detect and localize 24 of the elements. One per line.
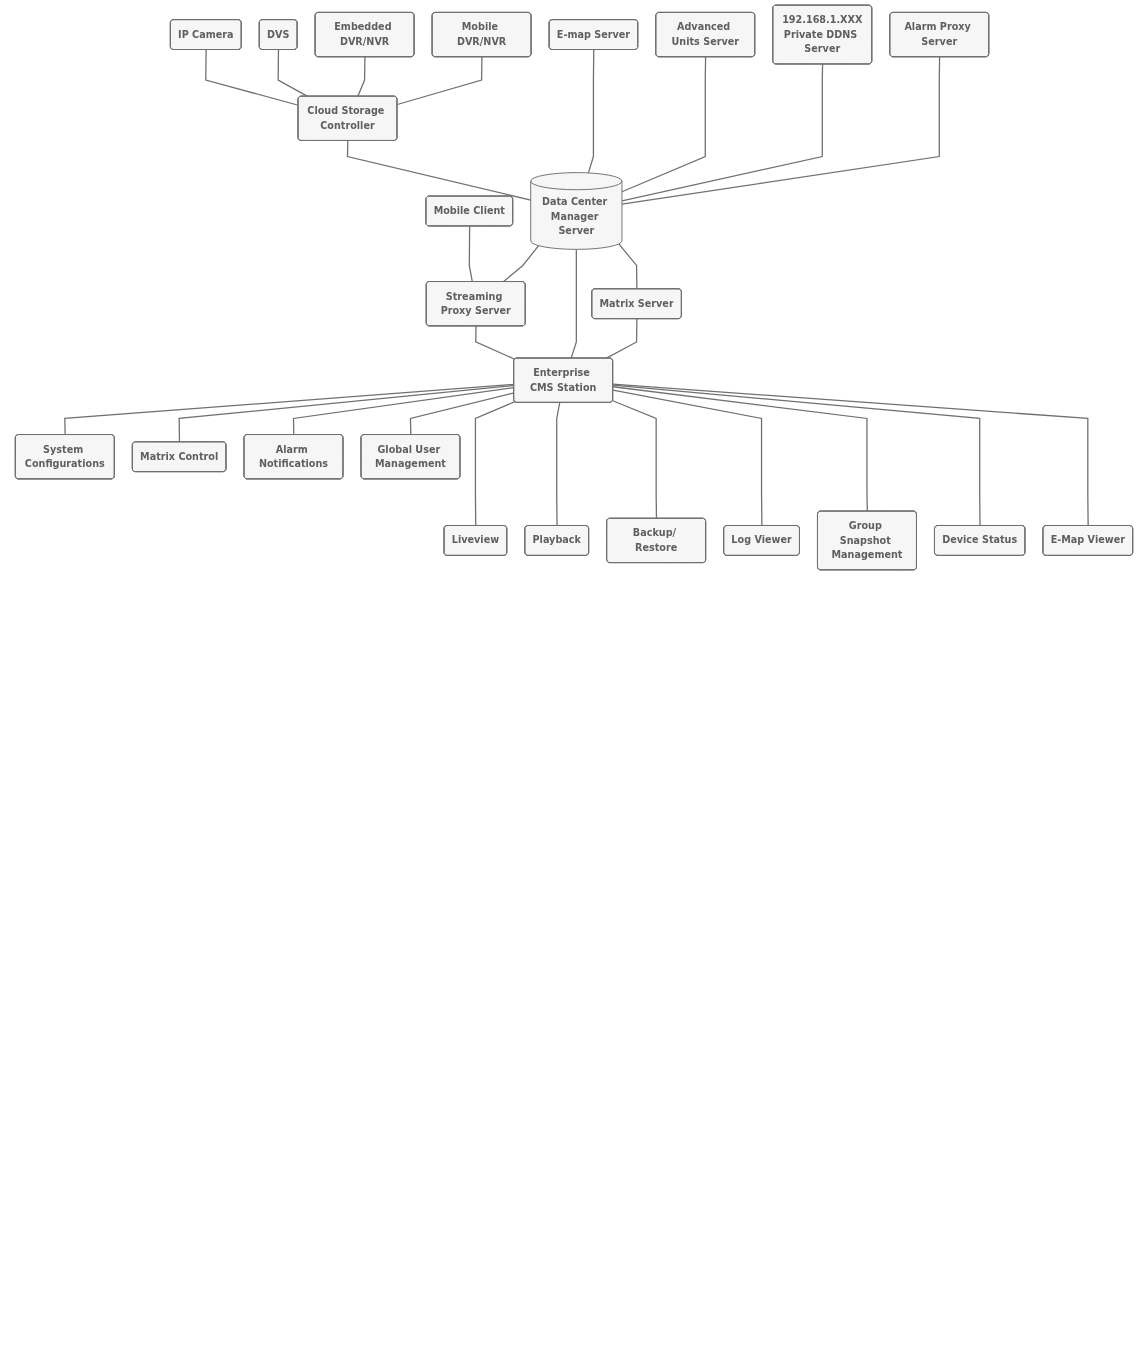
connector xyxy=(474,401,516,527)
connector xyxy=(205,49,299,106)
connector xyxy=(292,386,515,436)
connector xyxy=(570,248,577,359)
connector xyxy=(612,400,658,520)
connector xyxy=(468,225,473,283)
connector xyxy=(556,402,561,527)
connector xyxy=(409,392,515,436)
connector xyxy=(618,243,638,290)
connector xyxy=(178,384,515,443)
connector xyxy=(357,56,366,98)
connector xyxy=(612,384,981,527)
connector xyxy=(621,63,824,202)
connector xyxy=(612,386,868,512)
connector xyxy=(64,383,515,436)
connector xyxy=(621,56,941,205)
connector xyxy=(612,389,763,527)
connector xyxy=(396,56,483,106)
connector xyxy=(612,383,1089,527)
connector xyxy=(621,56,707,193)
connector xyxy=(346,140,532,201)
connector xyxy=(502,245,540,283)
connector xyxy=(587,49,595,174)
connector xyxy=(475,325,516,360)
